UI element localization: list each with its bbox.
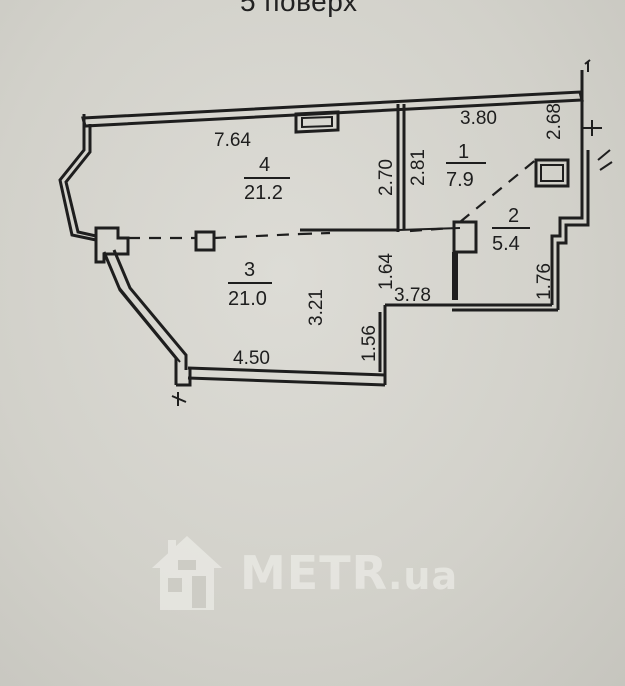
dim-room1-niche: 2.68 xyxy=(544,103,565,140)
dim-room2-depth: 1.76 xyxy=(534,263,555,300)
floor-title: 5 поверх xyxy=(240,0,358,17)
watermark-domain: .ua xyxy=(388,554,459,598)
room-3-area: 21.0 xyxy=(228,288,267,310)
outer-walls xyxy=(58,59,613,406)
room-2-number: 2 xyxy=(508,205,519,227)
room-3-number: 3 xyxy=(244,259,255,281)
dim-room4-width: 7.64 xyxy=(214,130,251,151)
dim-room3-lower-width: 4.50 xyxy=(233,348,270,369)
room-2-area: 5.4 xyxy=(492,233,520,255)
dim-room1-width: 3.80 xyxy=(460,108,497,129)
dim-room1-depth: 2.81 xyxy=(408,149,429,186)
watermark: METR.ua xyxy=(148,532,458,614)
watermark-brand: METR xyxy=(240,546,388,600)
room-1-number: 1 xyxy=(458,141,469,163)
dim-room4-depth: 2.70 xyxy=(376,159,397,196)
dim-room3-step-upper: 1.64 xyxy=(376,253,397,290)
zone-boundaries xyxy=(128,157,539,240)
room-labels: 4 21.2 1 7.9 2 5.4 3 21.0 xyxy=(228,141,530,310)
dim-room2-width: 3.78 xyxy=(394,285,431,306)
room-4-area: 21.2 xyxy=(244,182,283,204)
room-4-number: 4 xyxy=(259,154,270,176)
room-1-area: 7.9 xyxy=(446,169,474,191)
dimension-labels: 7.64 2.70 3.80 2.81 2.68 4.50 3.21 1.64 … xyxy=(214,103,565,369)
dim-room3-step-lower: 1.56 xyxy=(359,325,380,362)
house-logo-icon xyxy=(152,536,222,610)
dim-room3-depth: 3.21 xyxy=(306,289,327,326)
interior-walls xyxy=(194,104,570,300)
